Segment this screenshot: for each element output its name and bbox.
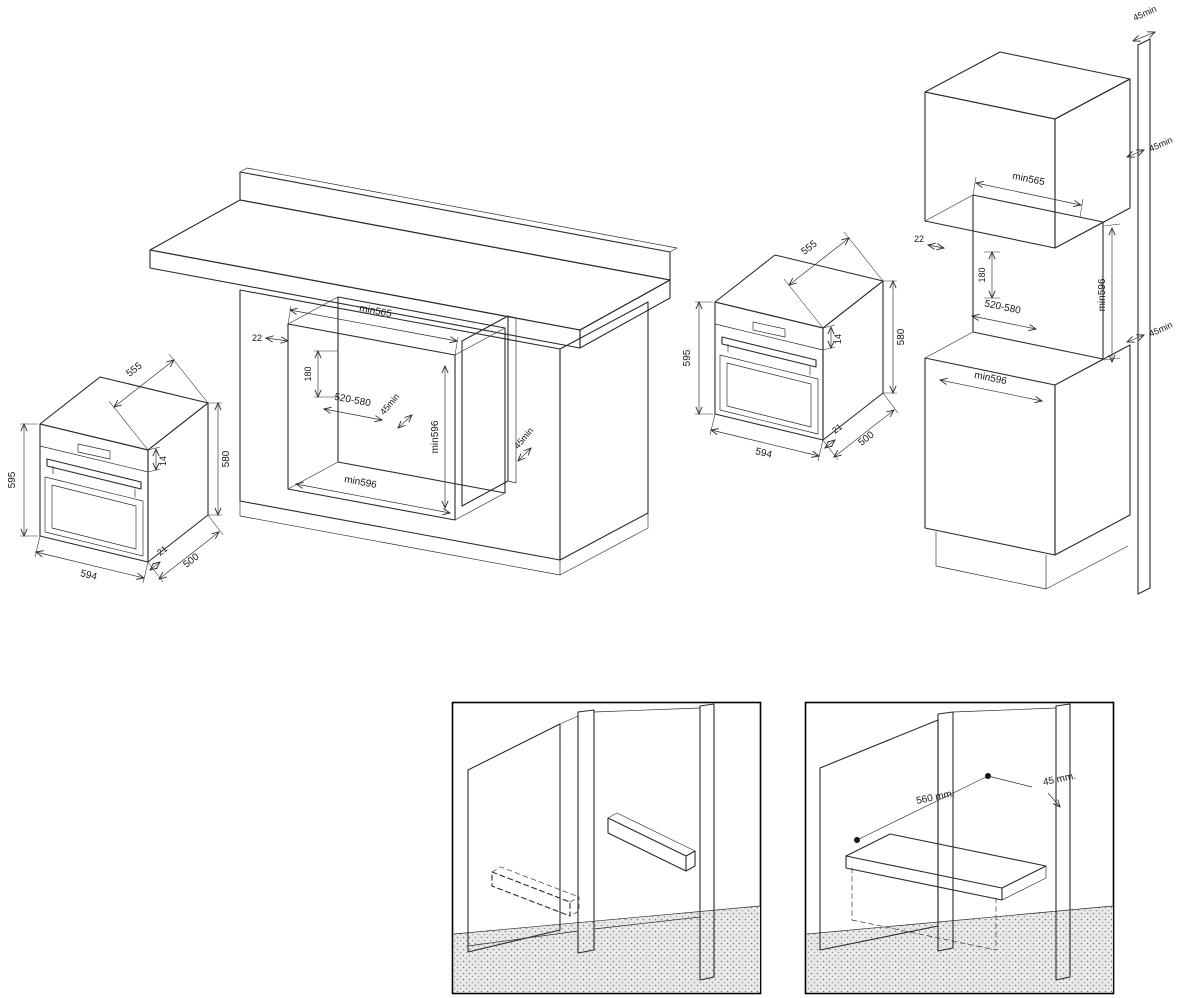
center-stile xyxy=(937,711,954,952)
detail-panel-left xyxy=(451,701,762,995)
dim-oven-left-height: 595 xyxy=(7,471,18,488)
oven-door xyxy=(719,354,819,435)
dim-oven-left-depth-top: 555 xyxy=(124,360,144,379)
dim-oven-right-height: 595 xyxy=(682,349,693,366)
dim-oven-left-panel: 14 xyxy=(158,456,168,466)
dim-oven-right-edge: 21 xyxy=(830,422,844,436)
oven-door xyxy=(44,476,144,557)
counter-cabinet-drawing: min565 22 180 520-580 45min min596 min59… xyxy=(149,167,678,576)
dim-tall-top-offset: 180 xyxy=(977,267,987,282)
tall-cabinet-drawing: 45min 45min 45min min565 22 180 520-580 … xyxy=(914,4,1174,595)
oven-handle xyxy=(721,336,817,368)
oven-left-drawing: 595 555 594 21 500 580 14 xyxy=(7,353,232,584)
dim-tall-min-height: min596 xyxy=(1097,278,1108,311)
dim-oven-right-panel: 14 xyxy=(833,334,843,344)
dim-counter-min-height: min596 xyxy=(430,420,441,453)
dim-counter-vent-back: 45min xyxy=(378,391,401,416)
dim-tall-min-width-top: min565 xyxy=(1011,171,1046,188)
floor-hatch xyxy=(454,906,760,992)
dim-oven-right-width: 594 xyxy=(754,446,773,461)
lower-cabinet xyxy=(924,357,1056,556)
rear-wall xyxy=(1137,38,1151,595)
oven-handle xyxy=(46,458,142,490)
oven-right-drawing: 595 555 594 21 500 580 14 xyxy=(682,231,907,462)
niche-back-wall xyxy=(972,194,1104,360)
dim-oven-right-depth-top: 555 xyxy=(799,238,819,257)
dim-counter-min-width-top: min565 xyxy=(358,303,393,320)
dim-counter-top-offset: 180 xyxy=(303,366,313,381)
dim-tall-vent-top: 45min xyxy=(1132,4,1158,23)
dim-tall-vent-lower: 45min xyxy=(1148,320,1174,339)
dim-oven-left-depth-bottom: 500 xyxy=(181,551,201,570)
dim-oven-right-depth-bottom: 500 xyxy=(856,429,876,448)
floor-hatch xyxy=(807,906,1113,992)
side-panel xyxy=(461,315,509,507)
dim-counter-panel-thickness: 22 xyxy=(252,333,262,343)
backsplash xyxy=(239,171,671,281)
dim-oven-right-door-height: 580 xyxy=(896,328,907,345)
dim-oven-left-width: 594 xyxy=(79,568,98,583)
dim-oven-left-edge: 21 xyxy=(155,544,169,558)
dim-tall-min-width-bottom: min596 xyxy=(973,370,1008,387)
right-stile xyxy=(699,703,715,981)
dim-counter-min-width-bottom: min596 xyxy=(343,474,378,491)
oven-display xyxy=(752,321,786,338)
right-stile xyxy=(1055,703,1071,981)
dim-tall-height-range: 520-580 xyxy=(983,298,1022,316)
detail-panel-right: 560 mm. 45 mm. xyxy=(804,701,1115,995)
dim-tall-vent-upper: 45min xyxy=(1148,135,1174,154)
upper-cabinet xyxy=(924,91,1056,249)
center-stile xyxy=(577,709,595,954)
dim-counter-vent-side: 45min xyxy=(512,425,535,450)
dim-oven-left-door-height: 580 xyxy=(221,450,232,467)
niche-back-wall xyxy=(337,296,506,494)
dim-counter-height-range: 520-580 xyxy=(333,392,372,410)
oven-display xyxy=(77,443,111,460)
dim-tall-panel-thickness: 22 xyxy=(914,234,924,244)
